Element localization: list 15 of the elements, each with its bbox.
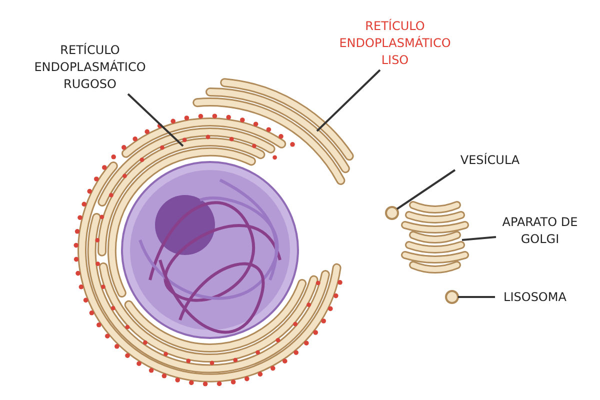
rough-er-drawing xyxy=(74,114,342,386)
leader-line xyxy=(458,296,495,298)
leader-line xyxy=(127,93,184,147)
lysosome-drawing xyxy=(445,290,459,304)
golgi-drawing xyxy=(401,201,469,274)
part-label: VESÍCULA xyxy=(448,152,532,169)
vesicle-drawing xyxy=(385,206,399,220)
part-label: RETÍCULO ENDOPLASMÁTICO RUGOSO xyxy=(30,42,150,93)
part-label: APARATO DE GOLGI xyxy=(495,214,585,248)
leader-line xyxy=(462,236,496,241)
leader-line xyxy=(396,169,456,210)
part-label: LISOSOMA xyxy=(495,289,575,306)
part-label: RETÍCULO ENDOPLASMÁTICO LISO xyxy=(335,18,455,69)
smooth-er-drawing xyxy=(192,78,354,185)
leader-line xyxy=(316,69,381,132)
